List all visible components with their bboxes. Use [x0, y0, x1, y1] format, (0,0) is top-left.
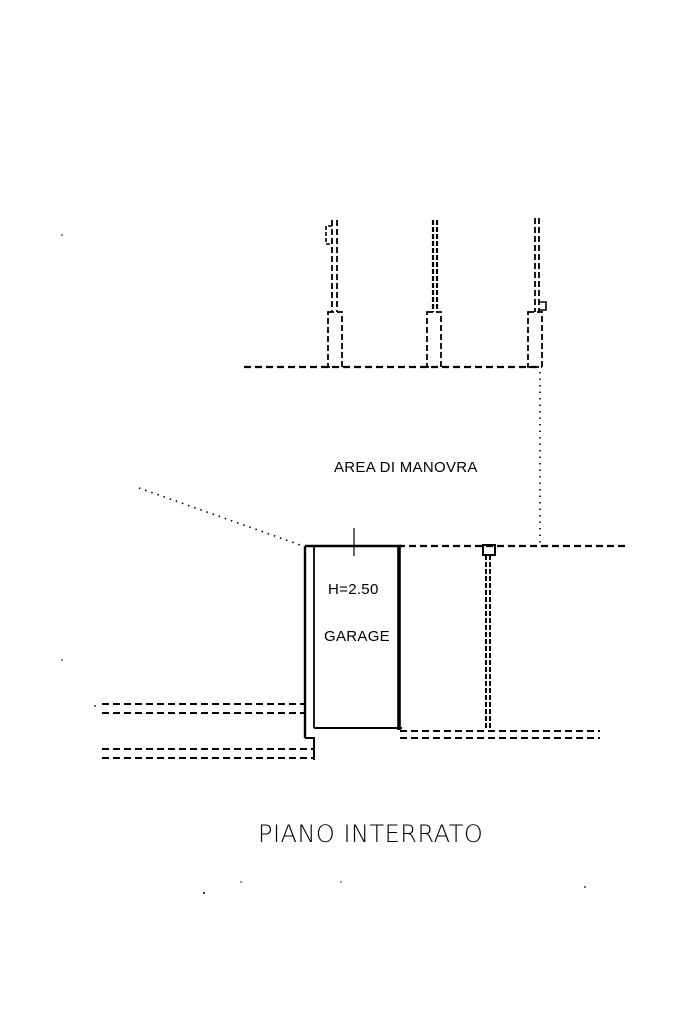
garage-height-label: H=2.50 [328, 581, 379, 598]
area-di-manovra-label: AREA DI MANOVRA [334, 459, 478, 476]
garage-name-label: GARAGE [324, 628, 390, 645]
garage-room [303, 528, 402, 760]
dotted-diagonal-projection [138, 487, 304, 547]
right-column [482, 544, 496, 730]
upper-parking-structure [244, 218, 547, 369]
lower-boundaries [102, 703, 600, 759]
floor-title: PIANO INTERRATO [258, 820, 483, 848]
upper-wall-1 [325, 220, 343, 368]
scan-specks [61, 234, 586, 894]
projection-lines [138, 372, 541, 547]
upper-wall-2 [426, 220, 442, 368]
upper-wall-3 [527, 218, 547, 368]
